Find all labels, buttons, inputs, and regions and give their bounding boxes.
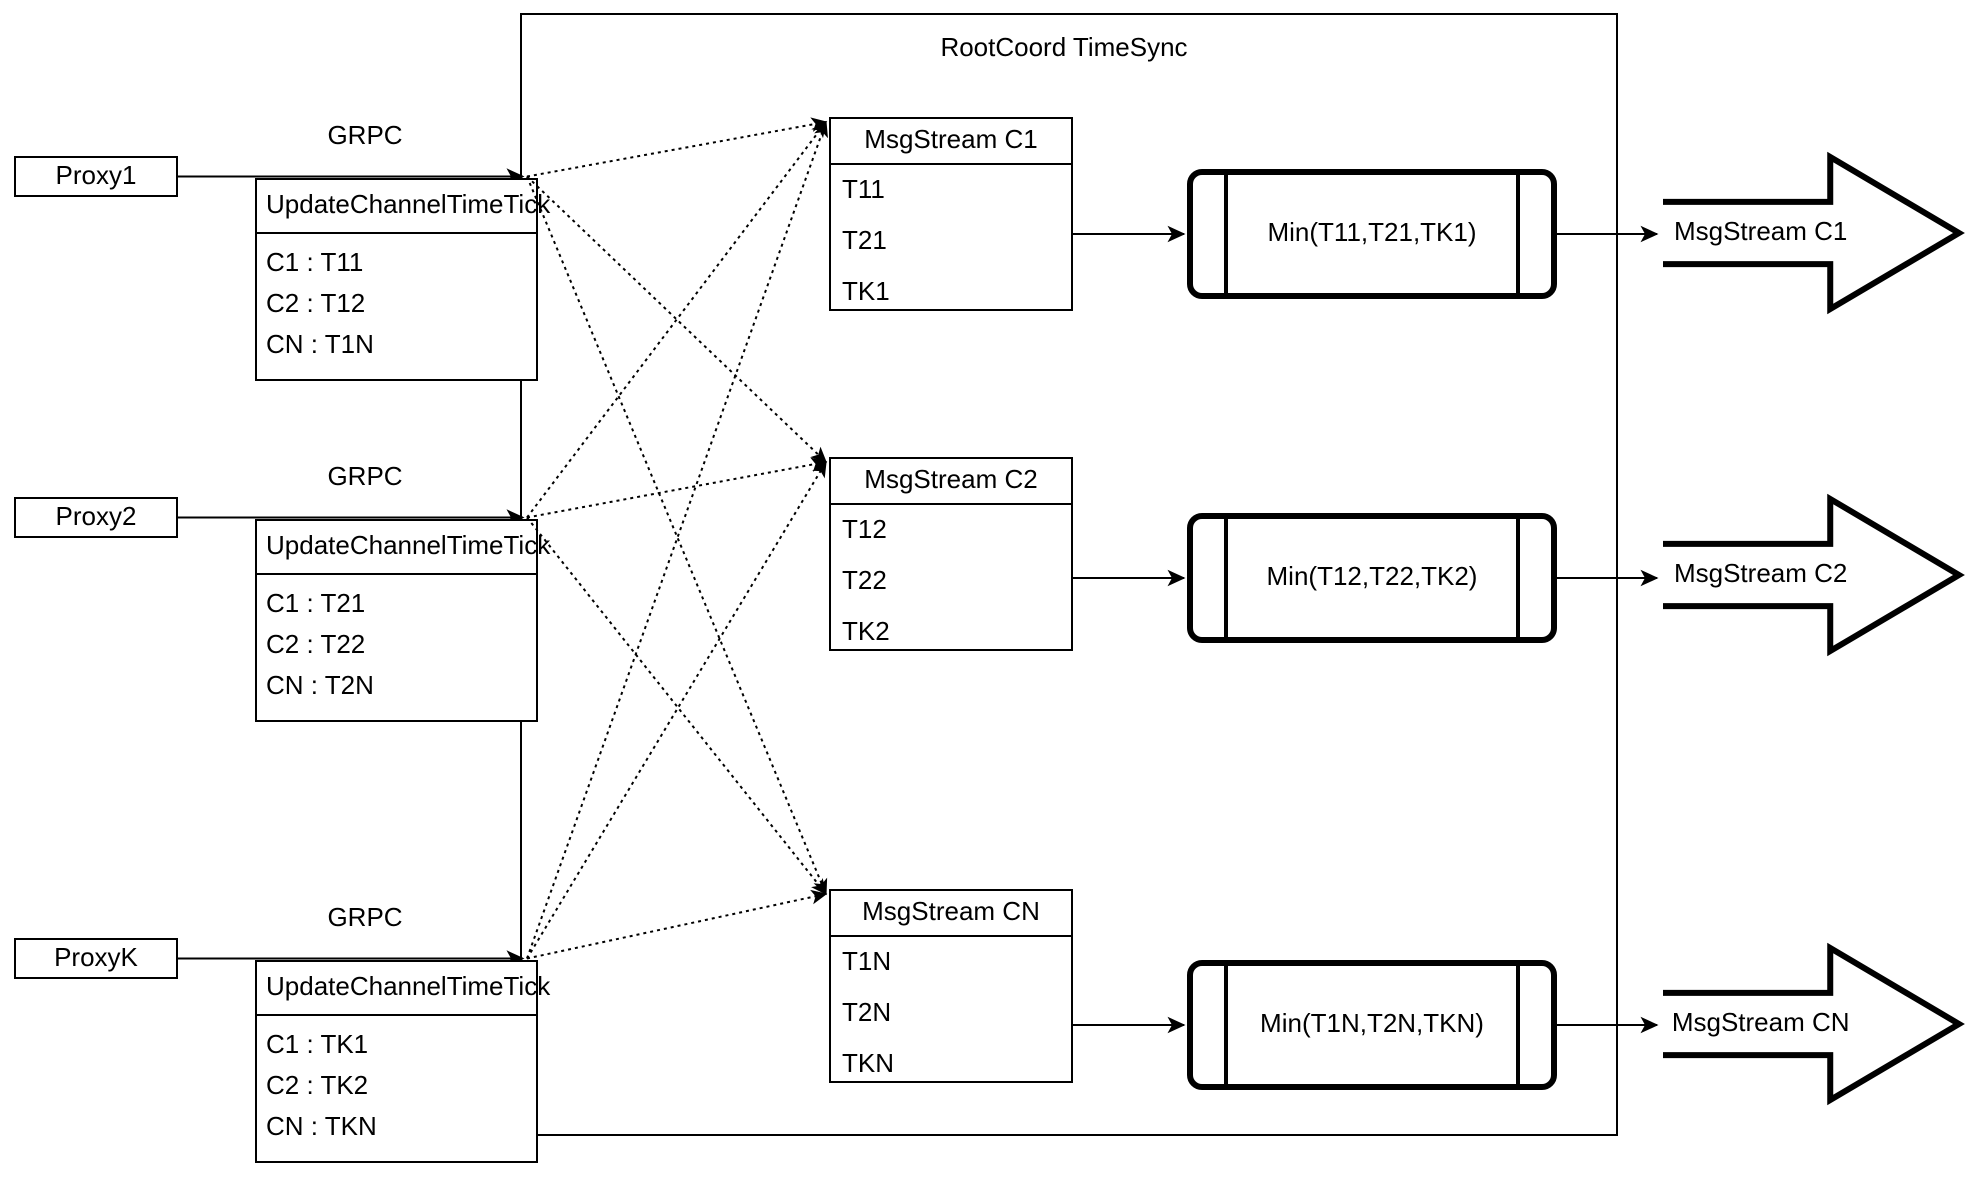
timetick-dotted-link-p1-c1 <box>526 117 828 178</box>
msgstream-body-box-2 <box>829 503 1073 651</box>
msgstream-body-box-3 <box>829 935 1073 1083</box>
proxy-box-1 <box>14 156 178 197</box>
proxy-box-3 <box>14 938 178 979</box>
output-arrow-shape-3 <box>1663 942 1965 1106</box>
msgstream-header-box-2 <box>829 457 1073 505</box>
min-process-box-3 <box>1187 960 1557 1090</box>
msgstream-body-box-1 <box>829 163 1073 311</box>
timetick-dotted-link-p3-c1 <box>526 120 828 959</box>
timetick-dotted-link-p2-c1 <box>526 120 827 519</box>
proxy-table-header-box-2 <box>255 519 538 575</box>
proxy-table-header-box-3 <box>255 960 538 1016</box>
timetick-dotted-link-p3-c3 <box>526 889 828 960</box>
proxy-box-2 <box>14 497 178 538</box>
proxy-table-body-box-2 <box>255 573 538 722</box>
timetick-dotted-link-p3-c2 <box>526 460 827 960</box>
min-process-box-1 <box>1187 169 1557 299</box>
proxy-table-body-box-3 <box>255 1014 538 1163</box>
msgstream-header-box-1 <box>829 117 1073 165</box>
timetick-dotted-link-p2-c2 <box>526 457 828 519</box>
min-process-box-2 <box>1187 513 1557 643</box>
msgstream-header-box-3 <box>829 889 1073 937</box>
output-arrow-shape-2 <box>1663 493 1965 657</box>
timetick-dotted-link-p2-c3 <box>526 516 827 896</box>
output-arrow-shape-1 <box>1663 151 1965 315</box>
proxy-table-header-box-1 <box>255 178 538 234</box>
proxy-table-body-box-1 <box>255 232 538 381</box>
timetick-dotted-link-p1-c2 <box>526 175 827 463</box>
